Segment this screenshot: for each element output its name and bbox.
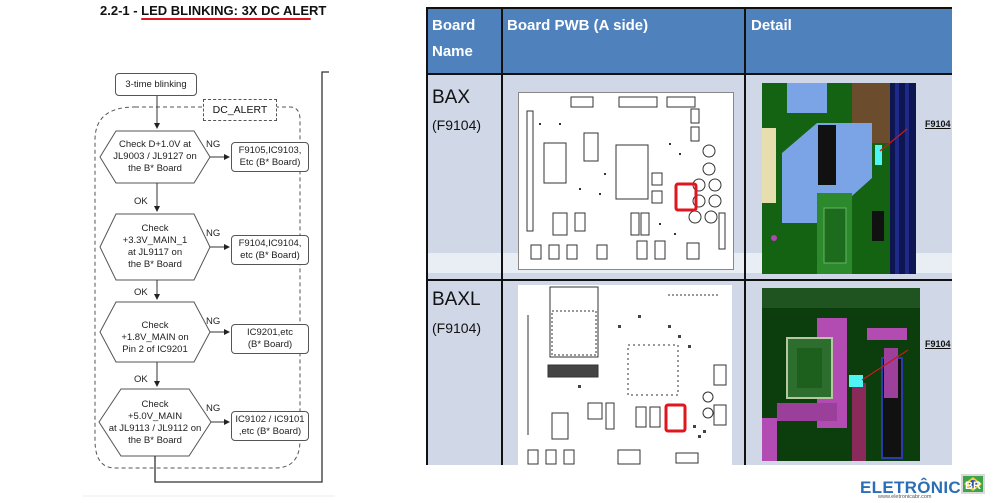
- check-line: the B* Board: [128, 163, 182, 174]
- result-line: F9105,IC9103,: [238, 145, 302, 156]
- board-name: BAX: [432, 87, 471, 108]
- table-border: [426, 7, 952, 9]
- fuse-callout: F9104: [925, 339, 951, 349]
- check-line: the B* Board: [128, 259, 182, 270]
- result-box-2: F9104,IC9104, etc (B* Board): [231, 235, 309, 265]
- header-board-name: Board Name: [426, 7, 501, 73]
- check-line: at JL9117 on: [127, 247, 183, 258]
- check-line: Check D+1.0V at: [118, 139, 192, 150]
- table-border: [744, 7, 746, 465]
- watermark-logo-text: ELETRÔNICA: [860, 478, 974, 497]
- logo-badge-text: BR: [965, 480, 981, 492]
- ok-label: OK: [134, 196, 148, 207]
- table-border: [501, 7, 503, 465]
- check-line: Check: [141, 399, 169, 410]
- check-line: the B* Board: [128, 435, 182, 446]
- check-hexagon-4: [98, 388, 212, 457]
- watermark-url: www.eletronicabr.com: [878, 494, 932, 500]
- check-hexagon-1: [99, 130, 211, 184]
- pcb-layout-drawing: [527, 286, 727, 465]
- heading-underline: [141, 18, 311, 20]
- check-hexagon-2: [99, 213, 211, 281]
- result-line: (B* Board): [247, 339, 293, 350]
- result-line: F9104,IC9104,: [238, 238, 302, 249]
- check-line: Check: [141, 223, 169, 234]
- result-box-4: IC9102 / IC9101 ,etc (B* Board): [231, 411, 309, 441]
- table-border: [426, 279, 952, 281]
- table-border: [426, 7, 428, 465]
- result-line: IC9201,etc: [247, 327, 293, 338]
- dc-alert-group-label: DC_ALERT: [203, 99, 277, 121]
- board-fuse: (F9104): [432, 320, 482, 336]
- loopback-line: [154, 71, 329, 483]
- check-line: +1.8V_MAIN on: [121, 332, 189, 343]
- result-line: IC9102 / IC9101: [235, 414, 305, 425]
- check-line: +3.3V_MAIN_1: [122, 235, 188, 246]
- dc-alert-group-boundary: [94, 106, 301, 469]
- check-step-3: Check +1.8V_MAIN on Pin 2 of IC9201: [100, 320, 210, 356]
- logo-badge-graphic: BR: [961, 474, 985, 494]
- header-text: Detail: [751, 17, 792, 34]
- detail-image-bax: [762, 83, 916, 274]
- flowchart-connectors: [83, 71, 335, 497]
- check-step-2: Check +3.3V_MAIN_1 at JL9117 on the B* B…: [100, 223, 210, 271]
- result-line: Etc (B* Board): [239, 157, 301, 168]
- start-node: 3-time blinking: [115, 73, 197, 96]
- table-border: [426, 73, 952, 75]
- start-node-label: 3-time blinking: [125, 78, 187, 90]
- pcb-detail-drawing: [762, 288, 920, 461]
- highlight-box: [674, 182, 698, 212]
- section-heading: 2.2-1 - LED BLINKING: 3X DC ALERT & (: [100, 3, 330, 18]
- detail-image-baxl: [762, 288, 920, 461]
- result-line: ,etc (B* Board): [238, 426, 302, 437]
- ng-label: NG: [206, 228, 221, 239]
- check-step-4: Check +5.0V_MAIN at JL9113 / JL9112 on t…: [99, 399, 211, 447]
- check-line: +5.0V_MAIN: [127, 411, 183, 422]
- highlight-box: [664, 403, 687, 433]
- check-line: Check: [141, 320, 169, 331]
- ng-label: NG: [206, 139, 221, 150]
- board-name: BAXL: [432, 289, 481, 310]
- check-line: JL9003 / JL9127 on: [113, 151, 197, 162]
- header-text: Board: [432, 17, 476, 34]
- check-hexagon-3: [99, 301, 211, 363]
- ok-label: OK: [134, 287, 148, 298]
- ok-label: OK: [134, 374, 148, 385]
- header-pwb: Board PWB (A side): [501, 7, 745, 73]
- fuse-callout: F9104: [925, 119, 951, 129]
- pcb-detail-drawing: [762, 83, 916, 274]
- check-line: at JL9113 / JL9112 on: [108, 423, 202, 434]
- board-fuse: (F9104): [432, 117, 482, 133]
- pcb-layout-drawing: [526, 96, 726, 260]
- board-table: Board Name Board PWB (A side) Detail BAX…: [426, 7, 952, 465]
- check-step-1: Check D+1.0V at JL9003 / JL9127 on the B…: [100, 139, 210, 175]
- header-text: Name: [432, 43, 473, 60]
- pwb-image-bax: [518, 92, 734, 270]
- result-box-1: F9105,IC9103, Etc (B* Board): [231, 142, 309, 172]
- header-text: Board PWB (A side): [507, 17, 649, 34]
- ng-label: NG: [206, 316, 221, 327]
- pwb-image-baxl: [518, 285, 732, 465]
- header-detail: Detail: [745, 7, 952, 73]
- brazil-flag-chip-icon: BR: [958, 472, 988, 496]
- result-box-3: IC9201,etc (B* Board): [231, 324, 309, 354]
- check-line: Pin 2 of IC9201: [122, 344, 188, 355]
- result-line: etc (B* Board): [240, 250, 300, 261]
- ng-label: NG: [206, 403, 221, 414]
